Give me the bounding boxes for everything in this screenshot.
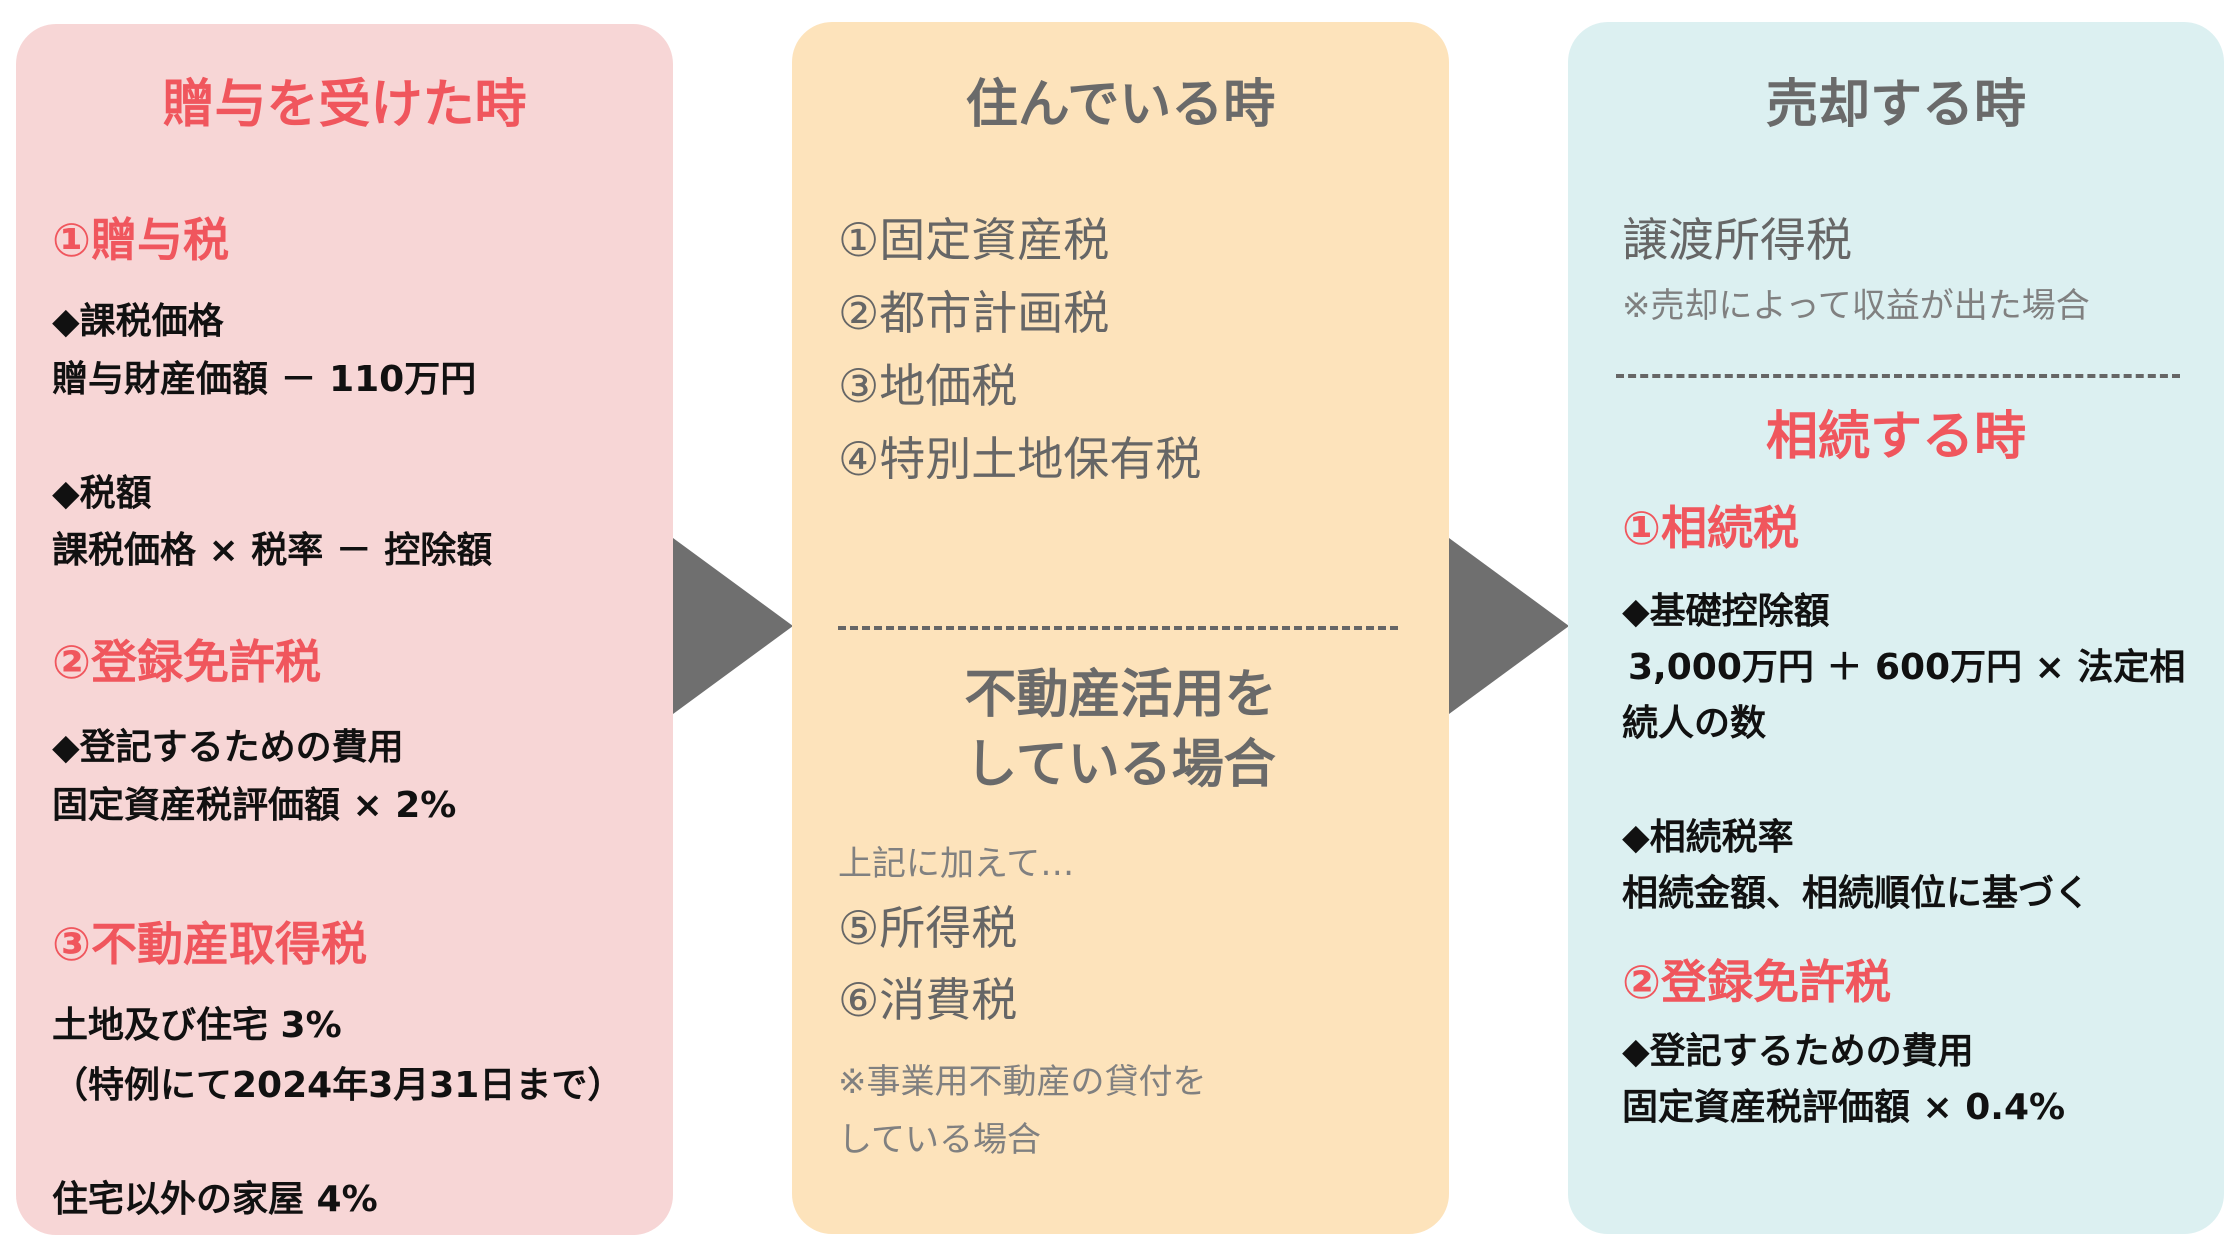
gift-title: 贈与を受けた時 <box>162 75 527 135</box>
living-title: 住んでいる時 <box>965 75 1276 135</box>
gift-amount-formula: 課税価格 × 税率 － 控除額 <box>52 530 493 571</box>
living-note-line1: ※事業用不動産の貸付を <box>838 1062 1207 1102</box>
gift-tax-heading: ①贈与税 <box>52 213 229 267</box>
living-item: ②都市計画税 <box>838 286 1110 340</box>
inherit-deduction-formula-line1: 3,000万円 ＋ 600万円 × 法定相 <box>1628 647 2186 688</box>
inherit-deduction-formula-line2: 続人の数 <box>1622 703 1767 744</box>
inherit-rate-text: 相続金額、相続順位に基づく <box>1622 873 2091 914</box>
arrow-right-icon <box>1449 538 1569 714</box>
sale-panel: 売却する時 譲渡所得税 ※売却によって収益が出た場合 相続する時 ①相続税 ◆基… <box>1568 22 2224 1234</box>
inherit-rate-label: ◆相続税率 <box>1622 817 1794 858</box>
gift-registration-label: ◆登記するための費用 <box>52 727 404 768</box>
inherit-deduction-label: ◆基礎控除額 <box>1622 591 1830 632</box>
gift-panel: 贈与を受けた時 ①贈与税 ◆課税価格 贈与財産価額 － 110万円 ◆税額 課税… <box>16 24 673 1235</box>
living-item: ③地価税 <box>838 359 1018 413</box>
gift-acquisition-line2: （特例にて2024年3月31日まで） <box>52 1065 624 1106</box>
living-item: ①固定資産税 <box>838 213 1110 267</box>
inherit-registration-formula: 固定資産税評価額 × 0.4% <box>1622 1087 2066 1128</box>
living-item: ④特別土地保有税 <box>838 432 1202 486</box>
living-extra-item: ⑥消費税 <box>838 973 1018 1027</box>
gift-registration-formula: 固定資産税評価額 × 2% <box>52 785 457 826</box>
sale-tax-heading: 譲渡所得税 <box>1622 213 1852 267</box>
sale-note: ※売却によって収益が出た場合 <box>1622 286 2090 326</box>
gift-acquisition-line3: 住宅以外の家屋 4% <box>52 1179 378 1220</box>
living-extra-item: ⑤所得税 <box>838 901 1018 955</box>
gift-taxable-label: ◆課税価格 <box>52 301 224 342</box>
living-panel: 住んでいる時 ①固定資産税 ②都市計画税 ③地価税 ④特別土地保有税 不動産活用… <box>792 22 1449 1234</box>
inherit-title: 相続する時 <box>1765 407 2026 467</box>
living-subtitle-line1: 不動産活用を <box>964 665 1277 725</box>
living-note-line2: している場合 <box>838 1120 1041 1160</box>
sale-title: 売却する時 <box>1765 75 2026 135</box>
living-intro: 上記に加えて… <box>838 844 1075 884</box>
inherit-registration-label: ◆登記するための費用 <box>1622 1031 1974 1072</box>
gift-amount-label: ◆税額 <box>52 473 152 514</box>
inherit-tax-heading: ①相続税 <box>1622 501 1799 555</box>
sale-divider <box>1616 374 2180 378</box>
gift-taxable-formula: 贈与財産価額 － 110万円 <box>52 359 477 400</box>
living-subtitle-line2: している場合 <box>965 735 1276 795</box>
gift-acquisition-heading: ③不動産取得税 <box>52 917 367 971</box>
gift-acquisition-line1: 土地及び住宅 3% <box>52 1005 342 1046</box>
arrow-right-icon <box>673 538 793 714</box>
gift-registration-heading: ②登録免許税 <box>52 635 321 689</box>
living-divider <box>838 626 1398 630</box>
inherit-registration-heading: ②登録免許税 <box>1622 955 1891 1009</box>
